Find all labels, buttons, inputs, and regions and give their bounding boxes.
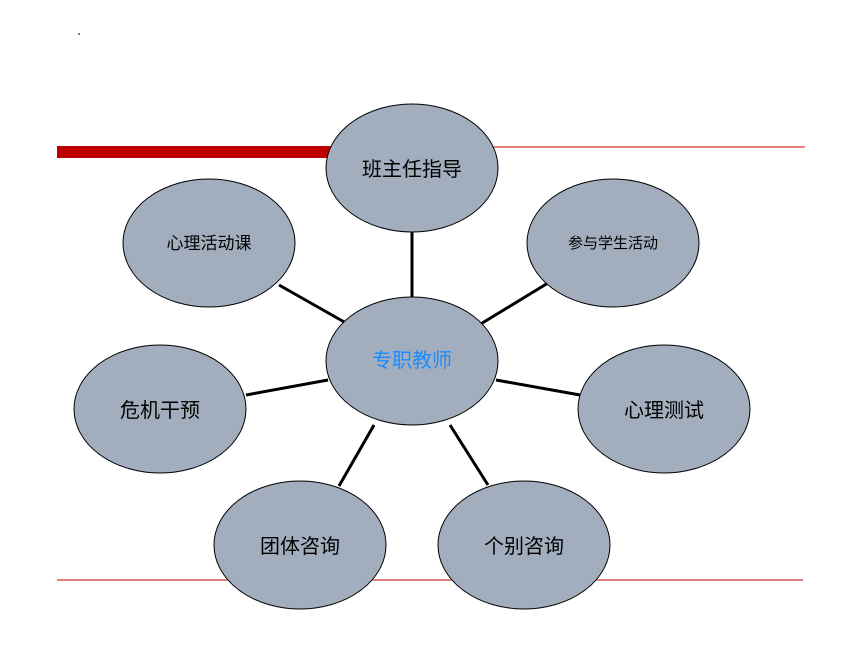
connector-weiji xyxy=(245,378,329,397)
slide-dot-mark xyxy=(78,33,80,35)
node-huodongke: 心理活动课 xyxy=(122,178,296,308)
node-ceshi-ellipse xyxy=(577,344,751,474)
node-tuanti-ellipse xyxy=(213,480,387,610)
node-banzhuren: 班主任指导 xyxy=(325,103,499,233)
connector-ceshi xyxy=(495,378,581,397)
node-banzhuren-label: 班主任指导 xyxy=(362,157,462,181)
header-accent-bar xyxy=(57,146,347,158)
node-weiji: 危机干预 xyxy=(73,344,247,474)
node-weiji-label: 危机干预 xyxy=(120,398,200,422)
connectors xyxy=(245,232,581,487)
connector-huodongke xyxy=(278,283,347,325)
node-huodongke-ellipse xyxy=(122,178,296,308)
node-weiji-ellipse xyxy=(73,344,247,474)
connector-canyu xyxy=(478,281,549,327)
center-node-label: 专职教师 xyxy=(372,348,452,372)
connector-tuanti xyxy=(337,424,376,487)
node-tuanti-label: 团体咨询 xyxy=(260,534,340,558)
node-tuanti: 团体咨询 xyxy=(213,480,387,610)
connector-gebie xyxy=(448,424,490,486)
node-canyu: 参与学生活动 xyxy=(526,178,700,308)
node-canyu-ellipse xyxy=(526,178,700,308)
node-ceshi: 心理测试 xyxy=(577,344,751,474)
node-banzhuren-ellipse xyxy=(325,103,499,233)
node-canyu-label: 参与学生活动 xyxy=(568,234,658,252)
node-gebie-label: 个别咨询 xyxy=(484,534,564,558)
center-node-ellipse xyxy=(325,296,499,426)
node-gebie-ellipse xyxy=(437,480,611,610)
node-huodongke-label: 心理活动课 xyxy=(167,234,252,254)
node-gebie: 个别咨询 xyxy=(437,480,611,610)
center-node: 专职教师 xyxy=(325,296,499,426)
node-ceshi-label: 心理测试 xyxy=(624,398,704,422)
